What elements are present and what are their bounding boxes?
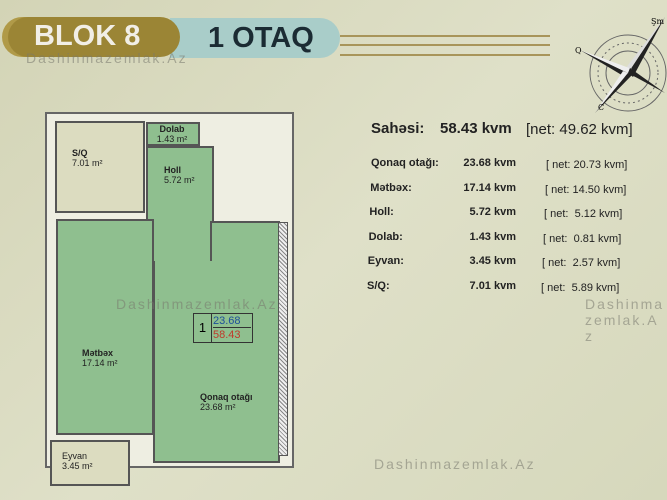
summary-row-net: [ net: 5.89 kvm] (541, 281, 620, 294)
summary-row-label: Mətbəx: (370, 181, 412, 194)
compass-icon: Şm Q (575, 17, 667, 113)
window-wall (278, 222, 288, 456)
summary-row-value: 17.14 kvm (463, 181, 516, 194)
summary-row-value: 23.68 kvm (463, 157, 516, 169)
block-label: BLOK 8 (34, 20, 141, 52)
badge-total-area: 58.43 (213, 329, 241, 341)
summary-row-label: Qonaq otağı: (371, 157, 439, 169)
watermark-right: Dashinmazemlak.Az (585, 296, 665, 344)
summary-title: Sahəsi: (371, 120, 425, 137)
compass-west: Q (575, 46, 582, 55)
summary-row-value: 7.01 kvm (469, 279, 516, 292)
summary-row-net: [ net: 20.73 kvm] (546, 159, 628, 171)
summary-row-value: 1.43 kvm (469, 230, 516, 243)
summary-row-label: Dolab: (368, 230, 403, 243)
summary-row-net: [ net: 14.50 kvm] (545, 183, 627, 196)
room-qonaq-upper (210, 221, 280, 267)
summary-row-label: Holl: (369, 206, 394, 218)
room-holl (146, 146, 214, 264)
room-sq (55, 121, 145, 213)
summary-row-net: [ net: 0.81 kvm] (543, 232, 622, 245)
watermark-bottom: Dashinmazemlak.Az (374, 456, 536, 472)
summary-row-label: Eyvan: (367, 255, 404, 267)
summary-row-label: S/Q: (367, 279, 390, 292)
summary-row-value: 5.72 kvm (469, 206, 516, 218)
summary-row-net: [ net: 2.57 kvm] (542, 257, 621, 269)
summary-total: 58.43 kvm (440, 120, 512, 137)
watermark: Dashinmazemlak.Az (26, 50, 188, 66)
room-eyvan (50, 440, 130, 486)
compass-south-label: C (598, 103, 605, 112)
block-pill: BLOK 8 (8, 17, 180, 57)
room-dolab (146, 122, 200, 146)
rooms-count-label: 1 OTAQ (208, 22, 314, 54)
area-badge: 1 23.68 58.43 (193, 313, 253, 343)
summary-row-value: 3.45 kvm (469, 255, 516, 267)
summary-net: [net: 49.62 kvm] (526, 121, 633, 138)
badge-living-area: 23.68 (213, 315, 251, 328)
room-metbex (56, 219, 154, 435)
room-qonaq (153, 261, 280, 463)
compass-north: Şm (651, 17, 664, 26)
watermark-center: Dashinmazemlak.Az (116, 296, 278, 312)
badge-number: 1 (194, 314, 212, 342)
rooms-count-pill: 1 OTAQ (170, 18, 340, 58)
summary-row-net: [ net: 5.12 kvm] (544, 208, 623, 220)
decorative-lines (340, 35, 550, 56)
